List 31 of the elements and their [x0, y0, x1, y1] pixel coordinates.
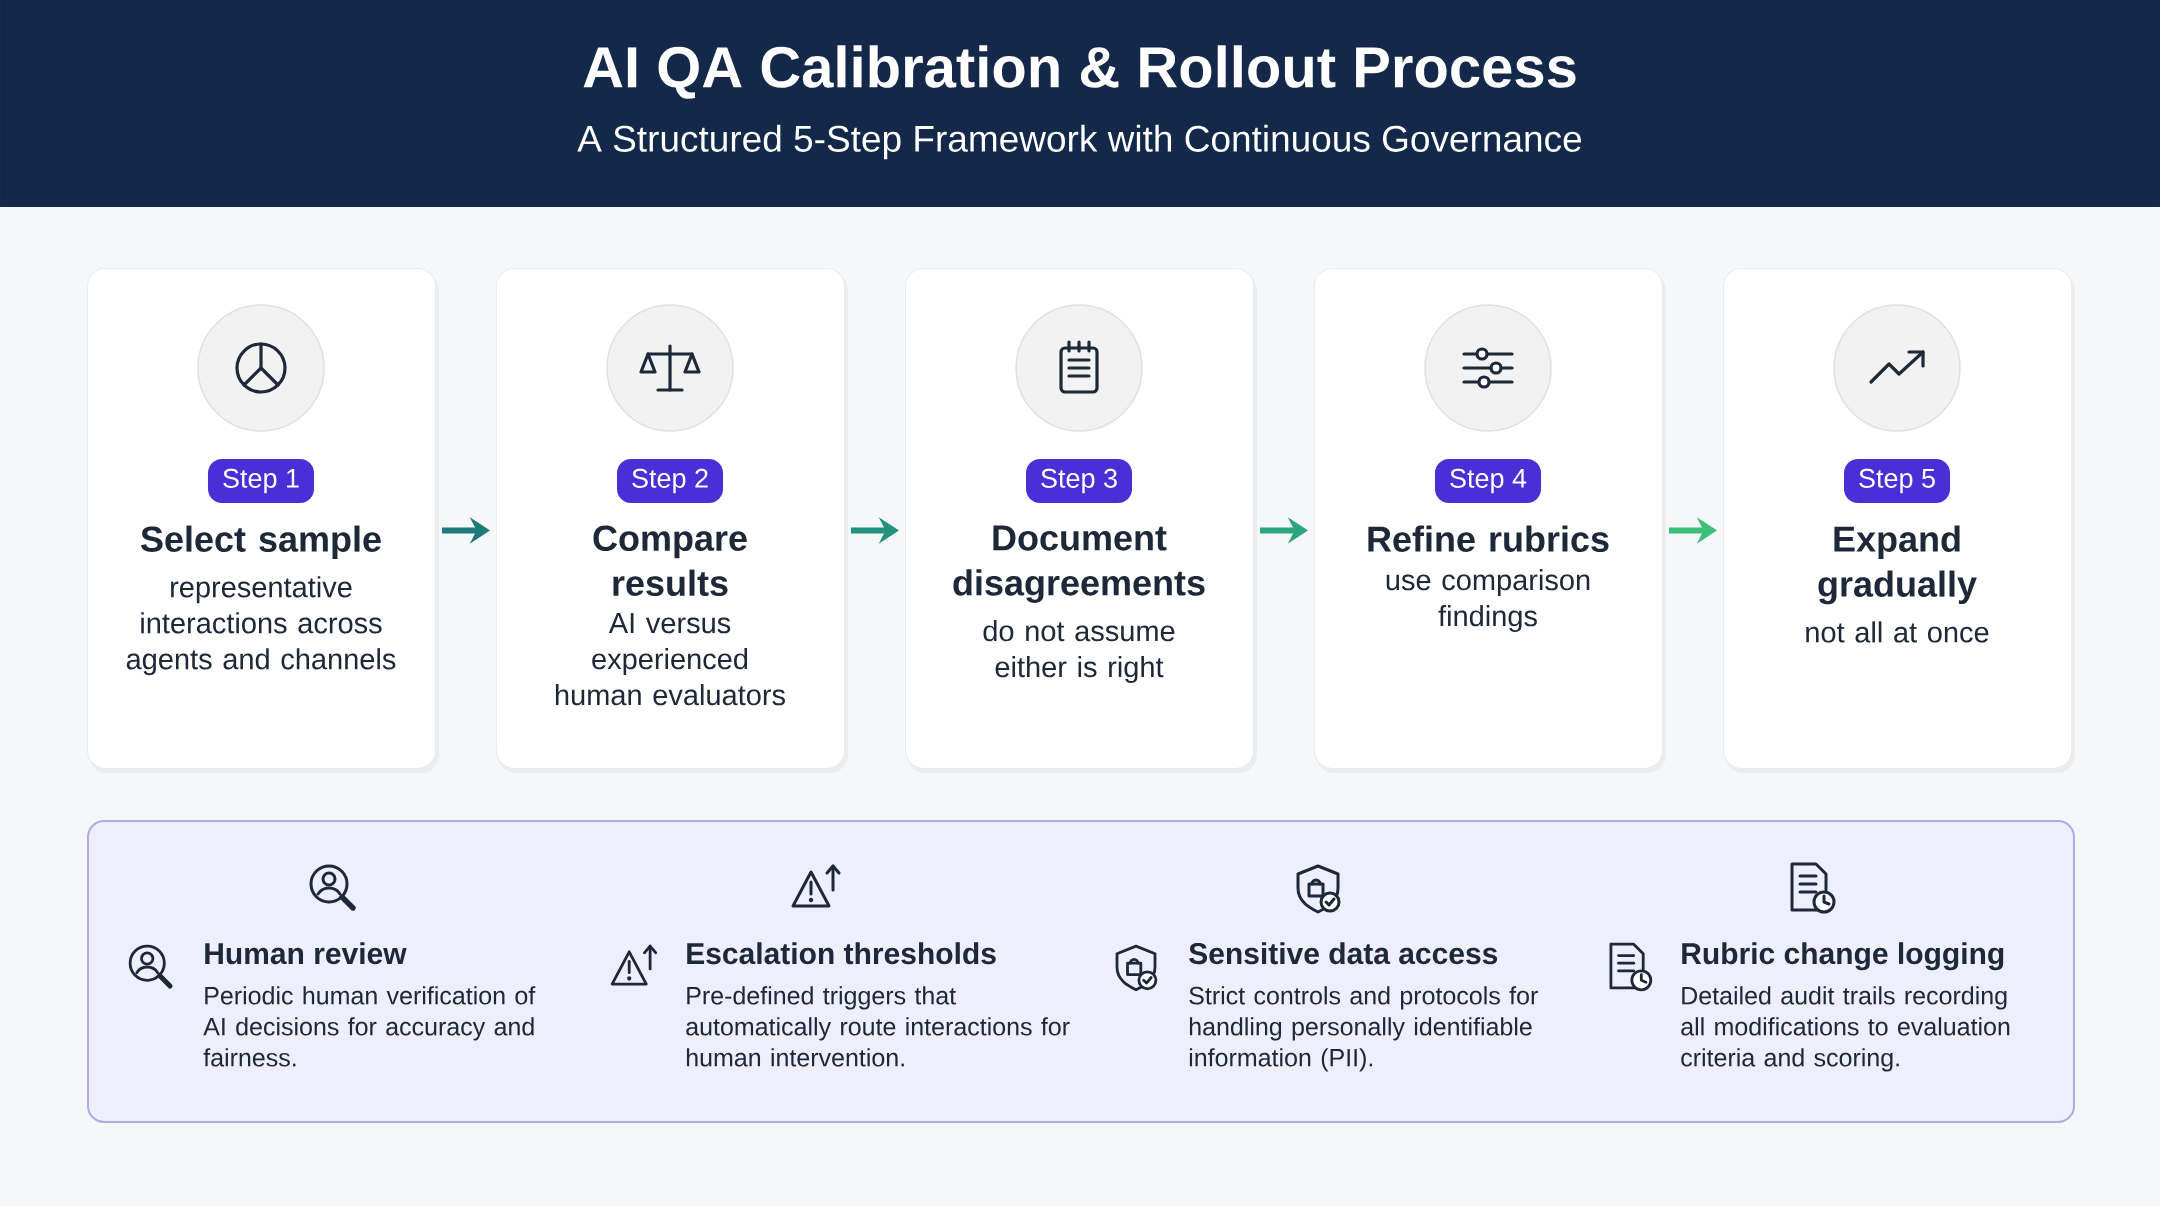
item-title: Sensitive data access: [1189, 942, 1498, 965]
step-badge: Step 5: [1844, 459, 1951, 503]
step-card: [87, 268, 439, 773]
step-description: do not assume either is right: [983, 620, 1175, 684]
item-title: Escalation thresholds: [687, 942, 996, 965]
step-card: [1314, 268, 1666, 773]
item-description: Pre-defined triggers that automatically route interactions for human intervention.: [686, 986, 1070, 1067]
governance-panel: [87, 820, 2075, 1123]
step-card: [1723, 268, 2075, 773]
step-card: [905, 268, 1257, 773]
step-title: Refine rubrics: [1368, 525, 1609, 552]
step-description: AI versus experienced human evaluators: [555, 613, 785, 706]
step-badge: Step 2: [617, 459, 724, 503]
step-title: Select sample: [141, 525, 381, 560]
item-description: Strict controls and protocols for handling personally identifiable information (PII).: [1189, 986, 1538, 1072]
title: AI QA Calibration & Rollout Process: [583, 45, 1576, 99]
step-title: Compare results: [593, 525, 747, 596]
subtitle: A Structured 5-Step Framework with Continuous Governance: [577, 124, 1581, 160]
step-description: representative interactions across agents and channels: [126, 576, 396, 676]
item-title: Human review: [205, 942, 407, 965]
step-title: Expand gradually: [1818, 525, 1977, 605]
step-description: not all at once: [1806, 621, 1989, 643]
step-badge: Step 4: [1435, 459, 1542, 503]
step-badge: Step 3: [1026, 459, 1133, 503]
item-title: Rubric change logging: [1682, 942, 2004, 971]
item-description: Detailed audit trails recording all modifications to evaluation criteria and scoring.: [1681, 986, 2010, 1072]
step-title: Document disagreements: [953, 525, 1205, 603]
step-badge: Step 1: [208, 459, 315, 503]
step-card: [496, 268, 848, 773]
item-description: Periodic human verification of AI decisions for accuracy and fairness.: [203, 986, 536, 1067]
step-description: use comparison findings: [1386, 569, 1590, 633]
